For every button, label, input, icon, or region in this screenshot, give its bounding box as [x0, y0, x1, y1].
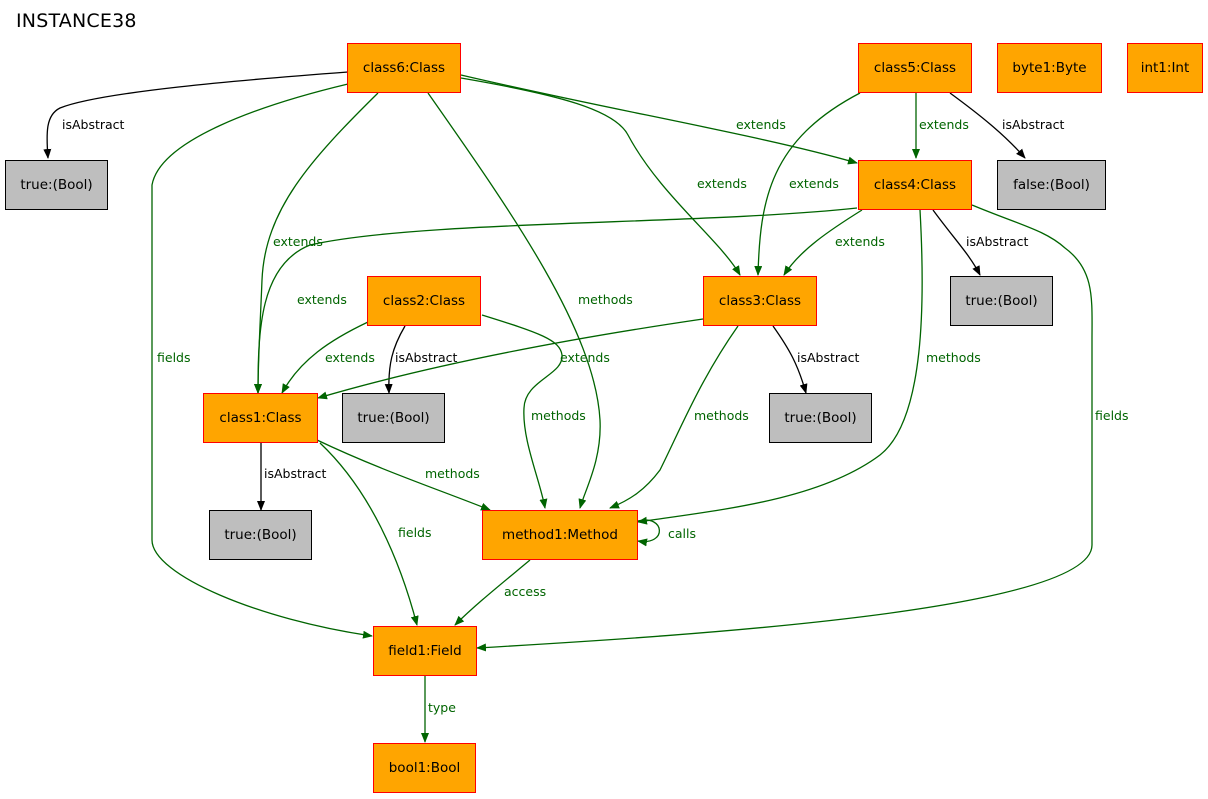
edge-class2-methods	[481, 314, 563, 509]
edge-class6-extends-class4	[460, 74, 858, 165]
edge-label: extends	[919, 117, 969, 132]
edge-label: isAbstract	[62, 117, 125, 132]
edge-label: extends	[697, 176, 747, 191]
edge-label: type	[428, 700, 456, 715]
edge-class4-extends-class1	[254, 207, 858, 394]
edge-class6-isabstract	[43, 71, 349, 159]
node-class2: class2:Class	[367, 276, 481, 326]
edge-label: fields	[1095, 408, 1128, 423]
edge-class4-methods	[637, 209, 923, 525]
edge-label: access	[504, 584, 546, 599]
edge-class6-fields	[151, 83, 373, 639]
edge-label: extends	[789, 176, 839, 191]
edge-class5-isabstract	[949, 92, 1026, 159]
node-class5: class5:Class	[858, 43, 972, 93]
node-class6: class6:Class	[347, 43, 461, 93]
edge-label: isAbstract	[797, 350, 860, 365]
edge-class3-methods	[609, 325, 739, 509]
edge-label: extends	[736, 117, 786, 132]
edge-class2-extends-class1	[281, 321, 369, 394]
edge-label: extends	[297, 292, 347, 307]
edge-label: extends	[835, 234, 885, 249]
edge-label: isAbstract	[966, 234, 1029, 249]
node-class3: class3:Class	[703, 276, 817, 326]
edge-class4-extends-class3	[783, 209, 863, 276]
edge-label: extends	[560, 350, 610, 365]
edge-label: methods	[531, 408, 586, 423]
edge-class5-extends-class3	[754, 92, 861, 276]
edge-class6-methods	[427, 92, 601, 509]
edge-label: methods	[578, 292, 633, 307]
edge-class3-isabstract	[772, 325, 808, 394]
edge-label: calls	[668, 526, 696, 541]
node-byte1: byte1:Byte	[997, 43, 1102, 93]
node-true-class6: true:(Bool)	[5, 160, 108, 210]
edge-class1-methods	[316, 439, 491, 511]
edge-class1-fields	[319, 442, 419, 626]
node-class4: class4:Class	[858, 160, 972, 210]
node-true-class2: true:(Bool)	[342, 393, 445, 443]
edge-class3-extends-class1	[317, 318, 704, 400]
edge-label: extends	[273, 234, 323, 249]
edge-label: extends	[325, 350, 375, 365]
node-true-class3: true:(Bool)	[769, 393, 872, 443]
node-class1: class1:Class	[203, 393, 318, 443]
node-field1: field1:Field	[373, 626, 477, 676]
node-int1: int1:Int	[1127, 43, 1203, 93]
edge-class4-fields	[476, 204, 1093, 652]
node-true-class1: true:(Bool)	[209, 510, 312, 560]
edge-class4-isabstract	[932, 209, 981, 276]
diagram-title: INSTANCE38	[16, 10, 137, 32]
node-bool1: bool1:Bool	[373, 743, 476, 793]
edge-label: methods	[694, 408, 749, 423]
edge-label: isAbstract	[1002, 117, 1065, 132]
edge-label: fields	[157, 350, 190, 365]
edge-label: isAbstract	[264, 466, 327, 481]
edge-class6-extends-class3	[460, 77, 741, 276]
edge-label: fields	[398, 525, 431, 540]
edge-label: methods	[926, 350, 981, 365]
node-method1: method1:Method	[482, 510, 638, 560]
edge-label: isAbstract	[395, 350, 458, 365]
node-false-class5: false:(Bool)	[997, 160, 1106, 210]
edge-method1-access	[454, 559, 531, 626]
edge-label: methods	[425, 466, 480, 481]
edge-class2-isabstract	[384, 325, 406, 394]
edge-method1-calls	[637, 519, 661, 547]
node-true-class4: true:(Bool)	[950, 276, 1053, 326]
